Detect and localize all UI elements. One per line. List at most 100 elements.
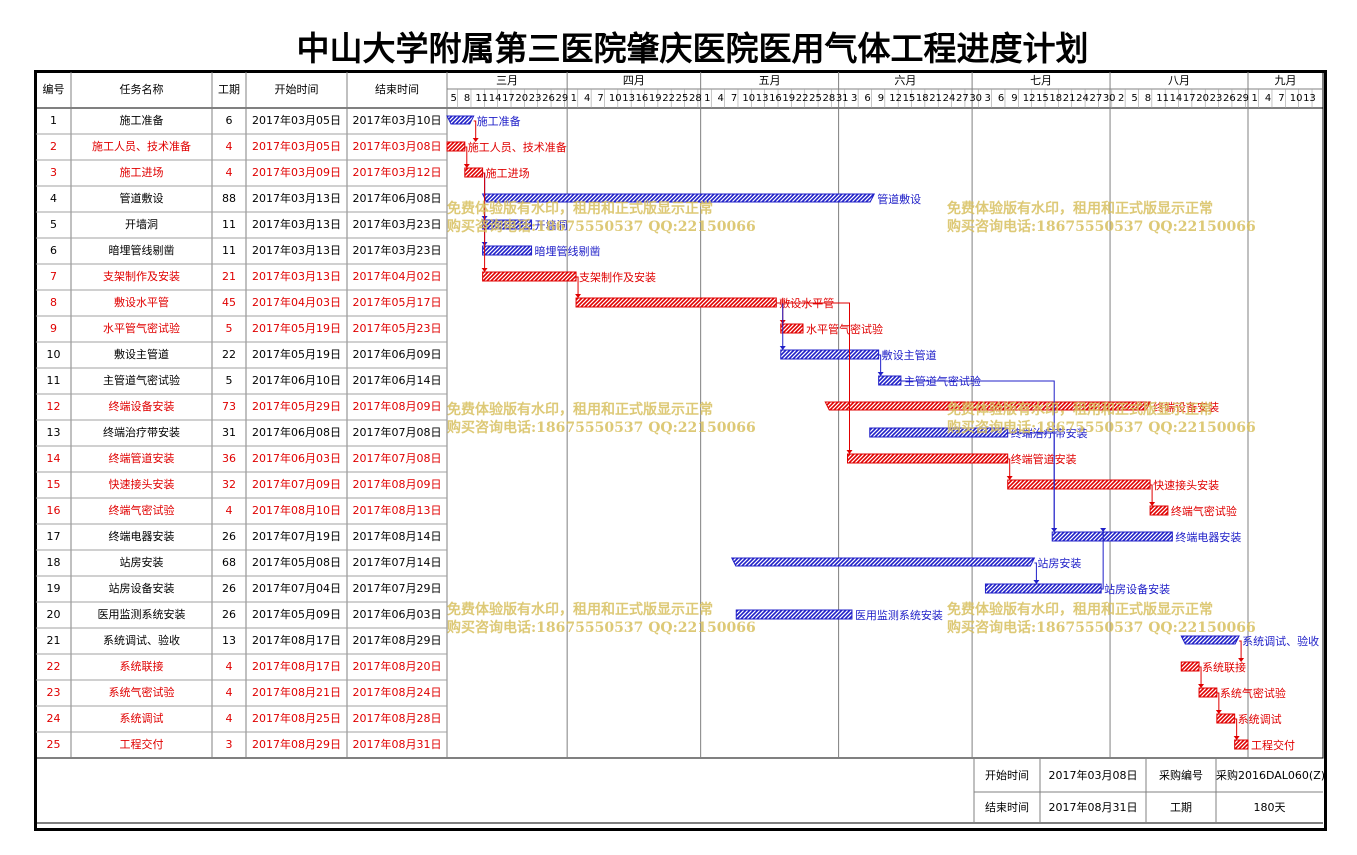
cell-col-dur: 36 [222, 452, 236, 465]
task-bar [1149, 505, 1169, 516]
day-tick-label: 26 [542, 93, 555, 104]
task-bar [984, 583, 1102, 594]
cell-col-start: 2017年07月04日 [252, 582, 341, 595]
cell-col-end: 2017年04月02日 [352, 270, 442, 283]
day-tick-label: 10 [608, 93, 622, 104]
cell-col-dur: 5 [225, 374, 233, 387]
day-tick-label: 31 [835, 93, 849, 104]
day-tick-label: 11 [475, 93, 489, 104]
bar-label: 施工进场 [486, 166, 530, 180]
cell-col-start: 2017年08月10日 [252, 504, 341, 517]
link-arrow [1238, 658, 1245, 662]
bar-label: 暗埋管线剔凿 [535, 244, 601, 258]
cell-col-start: 2017年06月10日 [252, 374, 341, 387]
cell-col-dur: 4 [225, 504, 233, 517]
day-tick-label: 24 [1076, 93, 1089, 104]
cell-col-no: 6 [50, 244, 57, 257]
cell-col-end: 2017年08月14日 [352, 530, 442, 543]
day-tick-label: 30 [969, 93, 983, 104]
watermark: 免费体验版有水印，租用和正式版显示正常购买咨询电话:18675550537 QQ… [447, 601, 756, 637]
link-arrow [575, 294, 582, 298]
watermark-line1: 免费体验版有水印，租用和正式版显示正常 [447, 602, 713, 618]
cell-col-dur: 26 [222, 530, 236, 543]
cell-col-name: 系统调试 [119, 712, 164, 725]
watermark-line1: 免费体验版有水印，租用和正式版显示正常 [947, 602, 1213, 618]
cell-col-name: 工程交付 [119, 738, 164, 751]
dependency-link [776, 302, 850, 452]
task-bar [1234, 739, 1249, 750]
day-tick-label: 1 [704, 93, 711, 104]
watermark-line1: 免费体验版有水印，租用和正式版显示正常 [947, 201, 1213, 217]
day-tick-label: 14 [488, 93, 502, 104]
day-tick-label: 4 [717, 93, 724, 104]
cell-col-start: 2017年08月25日 [252, 712, 341, 725]
cell-col-no: 17 [46, 530, 61, 543]
day-tick-label: 4 [583, 93, 591, 104]
cell-col-no: 24 [46, 712, 61, 725]
link-arrow [1100, 528, 1107, 532]
cell-col-start: 2017年03月13日 [252, 218, 341, 231]
cell-col-no: 5 [50, 218, 57, 231]
dependency-link [1234, 718, 1238, 738]
day-tick-label: 17 [1182, 93, 1196, 104]
footer-end-label: 结束时间 [985, 801, 1029, 814]
day-tick-label: 23 [1209, 93, 1223, 104]
task-bar [735, 609, 853, 620]
dependency-link [1101, 530, 1104, 590]
cell-col-start: 2017年05月29日 [252, 400, 341, 413]
task-bar [482, 245, 533, 256]
summary-bar [730, 557, 1036, 567]
cell-col-start: 2017年05月09日 [252, 608, 341, 621]
footer-dur-value: 180天 [1253, 801, 1286, 814]
cell-col-end: 2017年06月14日 [352, 374, 442, 387]
month-label: 五月 [758, 74, 781, 87]
bar-label: 站房设备安装 [1104, 582, 1170, 596]
cell-col-name: 敷设水平管 [114, 296, 169, 309]
dependency-link [576, 276, 579, 296]
day-tick-label: 27 [1089, 93, 1103, 104]
cell-col-start: 2017年03月13日 [252, 192, 341, 205]
watermark-line2: 购买咨询电话:18675550537 QQ:22150066 [447, 219, 756, 235]
cell-col-no: 18 [46, 556, 61, 569]
task-bar [780, 349, 880, 360]
dependency-link [473, 120, 477, 140]
watermark-line2: 购买咨询电话:18675550537 QQ:22150066 [947, 420, 1256, 436]
day-tick-label: 18 [915, 93, 929, 104]
cell-col-name: 施工进场 [119, 166, 164, 179]
cell-col-name: 敷设主管道 [114, 348, 169, 361]
day-tick-label: 9 [877, 93, 885, 104]
cell-col-end: 2017年07月29日 [352, 582, 442, 595]
day-tick-label: 3 [984, 93, 991, 104]
day-tick-label: 20 [515, 93, 529, 104]
task-bar [575, 297, 777, 308]
cell-col-no: 1 [50, 114, 57, 127]
cell-col-end: 2017年08月24日 [352, 686, 442, 699]
summary-bar [446, 115, 475, 125]
cell-col-no: 22 [46, 660, 61, 673]
cell-col-end: 2017年03月23日 [352, 218, 442, 231]
day-tick-label: 20 [1196, 93, 1209, 104]
task-bar [1198, 687, 1218, 698]
watermark: 免费体验版有水印，租用和正式版显示正常购买咨询电话:18675550537 QQ… [447, 200, 756, 236]
day-tick-label: 16 [635, 93, 649, 104]
footer-start-label: 开始时间 [985, 769, 1029, 782]
watermark-line2: 购买咨询电话:18675550537 QQ:22150066 [947, 620, 1256, 636]
bar-label: 施工准备 [477, 114, 521, 128]
cell-col-dur: 68 [222, 556, 236, 569]
cell-col-start: 2017年08月17日 [252, 660, 341, 673]
link-arrow [1198, 684, 1205, 688]
month-label: 八月 [1168, 74, 1191, 87]
cell-col-dur: 11 [222, 244, 236, 257]
bar-label: 站房安装 [1037, 556, 1081, 570]
day-tick-label: 6 [864, 93, 871, 104]
cell-col-name: 终端气密试验 [108, 504, 175, 517]
task-bar [464, 167, 484, 178]
cell-col-end: 2017年05月17日 [352, 296, 442, 309]
cell-col-dur: 26 [222, 582, 236, 595]
cell-col-end: 2017年08月20日 [352, 660, 442, 673]
watermark-line1: 免费体验版有水印，租用和正式版显示正常 [447, 201, 713, 217]
cell-col-no: 19 [46, 582, 61, 595]
day-tick-label: 22 [662, 93, 675, 104]
day-tick-label: 15 [1036, 93, 1049, 104]
cell-col-dur: 3 [225, 738, 233, 751]
